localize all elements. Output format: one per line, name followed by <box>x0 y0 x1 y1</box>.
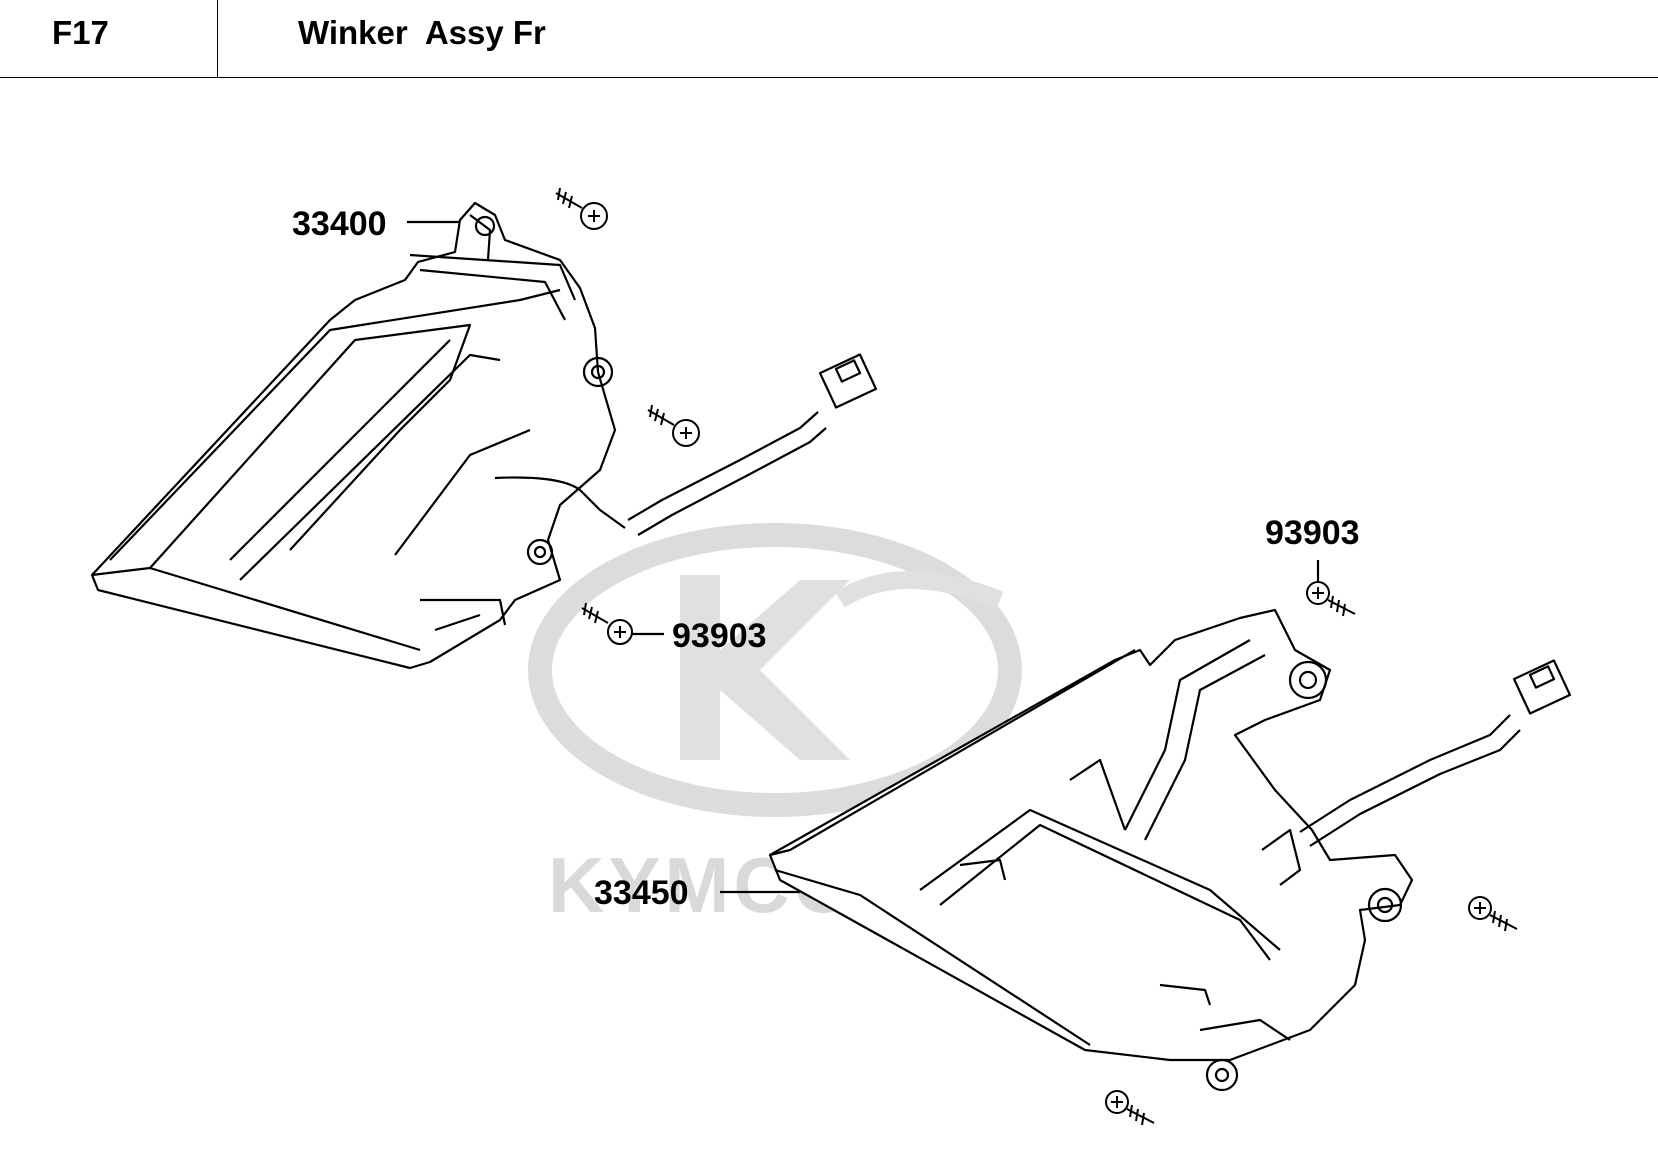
screw-right-side <box>1468 896 1518 932</box>
screw-top-left <box>555 187 608 230</box>
part-label-33400: 33400 <box>292 205 387 243</box>
screw-mid-left <box>647 404 700 447</box>
screw-bottom-right <box>1105 1090 1155 1126</box>
figure-title: Winker Assy Fr <box>298 14 546 51</box>
screw-bottom-left <box>581 602 633 645</box>
page-header: F17 Winker Assy Fr <box>0 0 1658 78</box>
part-label-93903-left: 93903 <box>672 617 767 655</box>
leader-lines <box>407 220 1320 894</box>
part-label-93903-right: 93903 <box>1265 514 1360 552</box>
figure-code-cell: F17 <box>0 0 218 77</box>
part-label-33450: 33450 <box>594 874 689 912</box>
winker-left-assembly <box>90 201 878 670</box>
figure-code: F17 <box>52 14 109 51</box>
winker-right-assembly <box>768 608 1572 1092</box>
screw-top-right <box>1306 581 1356 617</box>
